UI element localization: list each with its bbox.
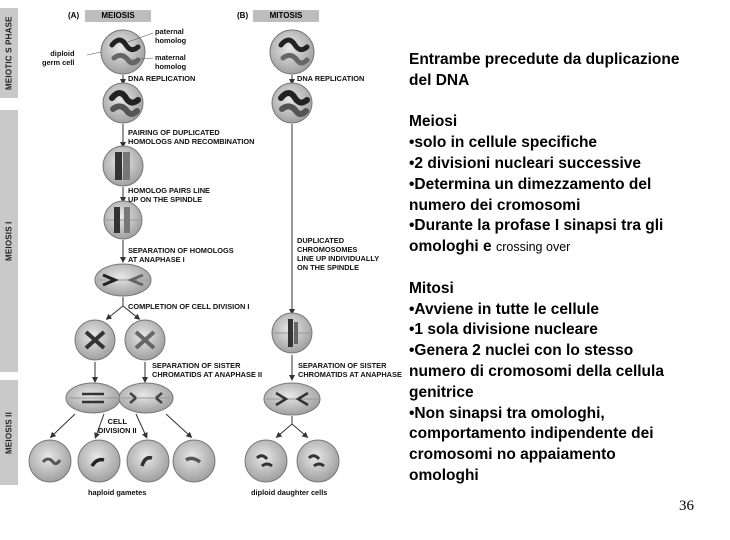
label-duplicated-chromosomes: DUPLICATED CHROMOSOMES LINE UP INDIVIDUA… [297, 236, 380, 272]
mitosis-cell-diploid [269, 29, 315, 75]
label-paternal-homolog: paternal homolog [155, 27, 187, 45]
meiosis-cell-spindle [103, 200, 143, 240]
label-maternal-homolog: maternal homolog [155, 53, 187, 71]
comparison-text: Entrambe precedute da duplicazione del D… [409, 50, 729, 487]
mitosis-cell-anaphase [263, 382, 321, 416]
meiosi-title: Meiosi [409, 113, 458, 131]
meiosis-cell-anaphase-one [94, 263, 152, 297]
page-number: 36 [679, 498, 694, 514]
label-pairing: PAIRING OF DUPLICATED HOMOLOGS AND RECOM… [128, 128, 255, 146]
label-haploid-gametes: haploid gametes [88, 488, 147, 497]
phase-bar-meiosis-one [0, 110, 18, 372]
label-completion: COMPLETION OF CELL DIVISION I [128, 302, 250, 311]
phase-bar-meiosis-two [0, 380, 18, 485]
meiosi-bullet-3a: •Determina un dimezzamento del [409, 175, 652, 193]
mitosi-bullet-3c: genitrice [409, 383, 474, 401]
meiosi-bullet-4b: omologhi e crossing over [409, 237, 729, 258]
meiosis-mitosis-diagram [28, 29, 340, 483]
label-homolog-pairs: HOMOLOG PAIRS LINE UP ON THE SPINDLE [128, 186, 210, 204]
phase-bar-s [0, 8, 18, 98]
meiosis-cell-paired [102, 145, 144, 187]
meiosis-cell-daughter-right [124, 319, 166, 361]
diploid-daughter-left [244, 439, 288, 483]
panel-b-letter: (B) [237, 11, 249, 20]
meiosi-bullet-4b-main: omologhi e [409, 238, 496, 256]
label-dna-replication-a: DNA REPLICATION [128, 74, 196, 83]
mitosi-bullet-4a: •Non sinapsi tra omologhi, [409, 404, 605, 422]
mitosi-bullet-4c: cromosomi no appaiamento [409, 446, 616, 464]
haploid-gamete-4 [172, 439, 216, 483]
intro-line-2: del DNA [409, 71, 470, 89]
meiosis-cell-diploid [100, 29, 146, 75]
mitosi-bullet-3a: •Genera 2 nuclei con lo stesso [409, 342, 634, 360]
label-separation-sister-a: SEPARATION OF SISTER CHROMATIDS AT ANAPH… [152, 361, 263, 379]
panel-b-title: MITOSIS [253, 10, 319, 22]
label-diploid-germ-cell: diploid germ cell [42, 49, 75, 67]
meiosis-cell-anaphase-two-right [118, 382, 174, 414]
label-cell-division-two: CELL DIVISION II [98, 417, 137, 435]
label-dna-replication-b: DNA REPLICATION [297, 74, 365, 83]
intro-line-1: Entrambe precedute da duplicazione [409, 51, 680, 68]
panel-a-title: MEIOSIS [85, 10, 151, 22]
meiosi-bullet-2: •2 divisioni nucleari successive [409, 154, 642, 172]
diploid-daughter-right [296, 439, 340, 483]
mitosis-cell-spindle [271, 312, 313, 354]
haploid-gamete-2 [77, 439, 121, 483]
label-separation-sister-b: SEPARATION OF SISTER CHROMATIDS AT ANAPH… [298, 361, 402, 379]
meiosis-cell-replicated [102, 82, 144, 124]
meiosi-bullet-4a: •Durante la profase I sinapsi tra gli [409, 217, 664, 235]
mitosi-bullet-3b: numero di cromosomi della cellula [409, 362, 664, 380]
meiosis-cell-anaphase-two-left [65, 382, 121, 414]
crossing-over-text: crossing over [495, 240, 571, 255]
mitosi-bullet-2: •1 sola divisione nucleare [409, 321, 598, 339]
meiosis-cell-daughter-left [74, 319, 116, 361]
mitosi-bullet-4d: omologhi [409, 466, 479, 484]
mitosi-bullet-1: •Avviene in tutte le cellule [409, 300, 600, 318]
haploid-gamete-3 [126, 439, 170, 483]
mitosis-cell-replicated [271, 82, 313, 124]
panel-a-letter: (A) [68, 11, 80, 20]
label-diploid-daughter-cells: diploid daughter cells [251, 488, 328, 497]
meiosi-bullet-1: •solo in cellule specifiche [409, 134, 598, 152]
mitosi-title: Mitosi [409, 279, 454, 297]
meiosi-bullet-3b: numero dei cromosomi [409, 196, 581, 214]
haploid-gamete-1 [28, 439, 72, 483]
label-separation-homologs: SEPARATION OF HOMOLOGS AT ANAPHASE I [128, 246, 234, 264]
mitosi-bullet-4b: comportamento indipendente dei [409, 425, 654, 443]
